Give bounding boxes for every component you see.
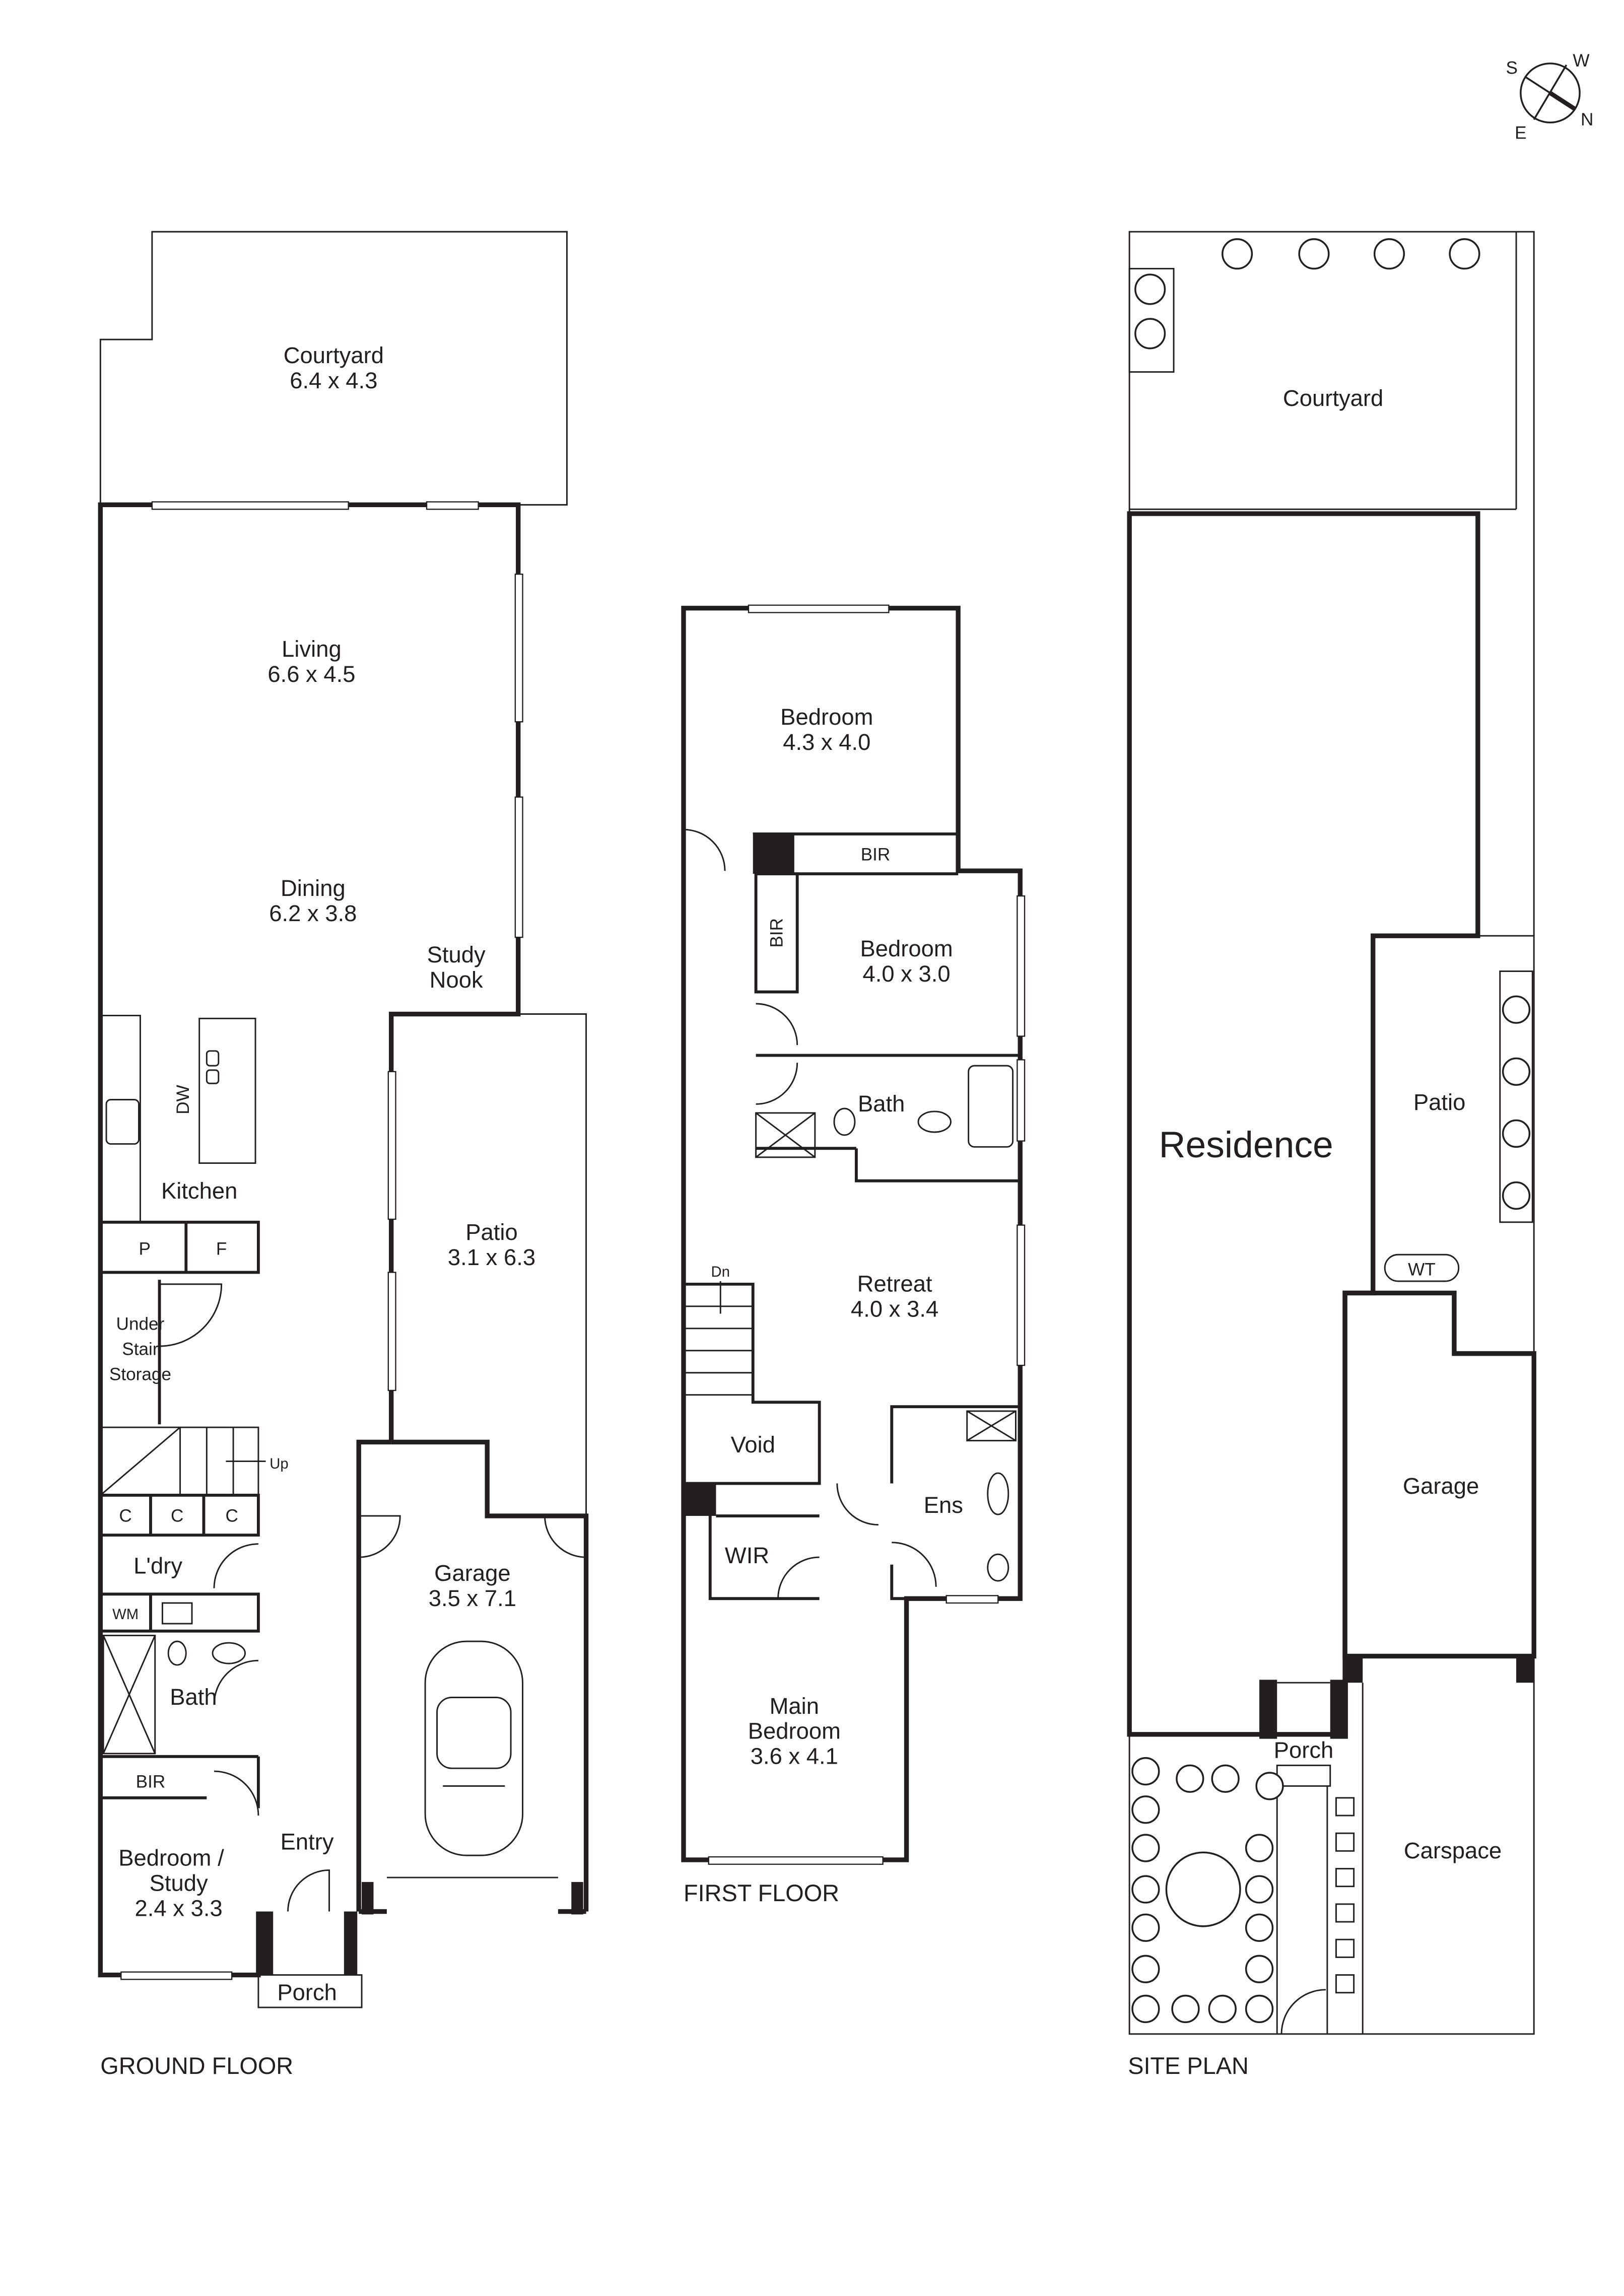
retreat-size: 4.0 x 3.4	[851, 1296, 938, 1321]
entry-label: Entry	[281, 1829, 334, 1854]
under-stair-label-3: Storage	[109, 1364, 171, 1384]
bedroom-study-label-1: Bedroom /	[118, 1845, 224, 1871]
residence-label: Residence	[1159, 1124, 1333, 1165]
main-bedroom-label-2: Bedroom	[748, 1718, 841, 1744]
site-patio-label: Patio	[1413, 1089, 1466, 1115]
compass: S W N E	[1506, 51, 1594, 143]
bath-label: Bath	[170, 1684, 217, 1710]
void-label: Void	[731, 1432, 775, 1457]
under-stair-label-1: Under	[116, 1314, 165, 1334]
retreat-label: Retreat	[857, 1271, 932, 1297]
living-label: Living	[282, 636, 342, 662]
compass-icon	[1520, 62, 1581, 124]
garage-size: 3.5 x 7.1	[429, 1585, 516, 1611]
dining-label: Dining	[281, 875, 346, 901]
patio-size: 3.1 x 6.3	[448, 1244, 535, 1270]
cupboard-label: C	[119, 1506, 131, 1526]
courtyard-size: 6.4 x 4.3	[290, 368, 377, 393]
compass-w: W	[1573, 51, 1590, 71]
bedroom-study-label-2: Study	[150, 1870, 208, 1896]
study-nook-label-1: Study	[427, 942, 486, 967]
first-floor-plan: Bedroom 4.3 x 4.0 BIR BIR Bedroom 4.0 x …	[681, 604, 1026, 1906]
ensuite-label: Ens	[924, 1492, 963, 1518]
ground-floor-plan: Courtyard 6.4 x 4.3 Living 6.6 x 4.5 Din…	[98, 231, 589, 2079]
car-icon	[424, 1640, 524, 1856]
bir-vertical-label: BIR	[767, 918, 786, 948]
fridge-label: F	[216, 1239, 227, 1259]
porch-label: Porch	[277, 1979, 337, 2005]
stairs-down-label: Dn	[711, 1264, 730, 1280]
cupboard-label: C	[171, 1506, 183, 1526]
under-stair-label-2: Stair	[122, 1340, 159, 1359]
compass-n: N	[1581, 110, 1593, 129]
wir-label: WIR	[725, 1543, 769, 1568]
bath-label: Bath	[858, 1091, 905, 1117]
first-floor-title: FIRST FLOOR	[684, 1880, 839, 1906]
study-nook-label-2: Nook	[430, 967, 483, 993]
site-plan: Courtyard Residence Patio WT Garage Porc…	[1127, 231, 1536, 2079]
compass-e: E	[1515, 123, 1526, 143]
washing-machine-label: WM	[112, 1606, 139, 1623]
ground-floor-title: GROUND FLOOR	[100, 2053, 293, 2079]
site-porch-label: Porch	[1274, 1737, 1334, 1763]
compass-s: S	[1506, 58, 1518, 78]
patio-label: Patio	[465, 1219, 518, 1245]
carspace-label: Carspace	[1404, 1838, 1502, 1863]
pantry-label: P	[139, 1239, 151, 1259]
bedroom-2-size: 4.0 x 3.0	[862, 961, 950, 987]
main-bedroom-label-1: Main	[770, 1693, 819, 1719]
site-courtyard-label: Courtyard	[1283, 385, 1383, 411]
bedroom-2-label: Bedroom	[860, 936, 953, 961]
garage-label: Garage	[434, 1560, 510, 1586]
bedroom-1-label: Bedroom	[780, 704, 873, 730]
bir-label: BIR	[861, 845, 891, 865]
laundry-label: L'dry	[133, 1553, 182, 1578]
water-tank-label: WT	[1408, 1260, 1436, 1279]
dishwasher-label: DW	[173, 1084, 193, 1114]
stairs-up-label: Up	[269, 1455, 288, 1472]
courtyard-label: Courtyard	[284, 342, 384, 368]
living-size: 6.6 x 4.5	[267, 661, 355, 687]
main-bedroom-size: 3.6 x 4.1	[751, 1743, 838, 1769]
site-garage-label: Garage	[1403, 1473, 1479, 1499]
kitchen-label: Kitchen	[161, 1178, 237, 1204]
dining-size: 6.2 x 3.8	[269, 900, 357, 926]
bedroom-1-size: 4.3 x 4.0	[783, 729, 870, 755]
site-plan-title: SITE PLAN	[1128, 2053, 1249, 2079]
bedroom-study-size: 2.4 x 3.3	[135, 1895, 223, 1921]
bir-label: BIR	[136, 1772, 166, 1791]
cupboard-label: C	[225, 1506, 238, 1526]
tree-icons	[1131, 238, 1531, 2024]
